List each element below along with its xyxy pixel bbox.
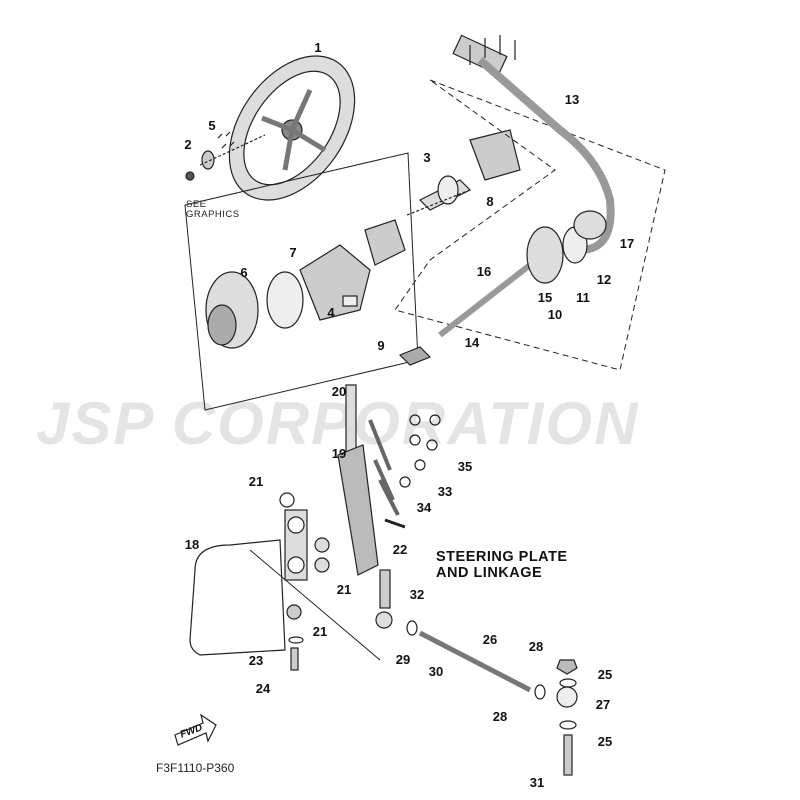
title-line2: AND LINKAGE <box>436 565 543 581</box>
helm-assembly <box>406 129 521 216</box>
callout[interactable]: 26 <box>482 632 498 647</box>
callout[interactable]: 25 <box>597 734 613 749</box>
callout[interactable]: 7 <box>289 245 297 260</box>
callout[interactable]: 18 <box>184 537 200 552</box>
steering-boss <box>205 219 406 349</box>
callout[interactable]: 22 <box>392 542 408 557</box>
callout[interactable]: 21 <box>312 624 328 639</box>
callout[interactable]: 15 <box>537 290 553 305</box>
callout[interactable]: 10 <box>547 307 563 322</box>
callout[interactable]: 6 <box>240 265 248 280</box>
callout[interactable]: 24 <box>255 681 271 696</box>
linkage-rod <box>375 569 578 776</box>
fwd-arrow-icon <box>174 713 217 746</box>
callout[interactable]: 4 <box>327 305 335 320</box>
callout[interactable]: 8 <box>486 194 494 209</box>
callout[interactable]: 31 <box>529 775 545 790</box>
group-frame-13 <box>394 79 666 371</box>
callout[interactable]: 12 <box>596 272 612 287</box>
callout[interactable]: 11 <box>576 290 590 305</box>
callout[interactable]: 21 <box>248 474 264 489</box>
callout[interactable]: 33 <box>437 484 453 499</box>
callout[interactable]: 13 <box>564 92 580 107</box>
callout[interactable]: 17 <box>619 236 635 251</box>
callout[interactable]: 34 <box>416 500 432 515</box>
diagram-code: F3F1110-P360 <box>156 761 235 775</box>
callout[interactable]: 30 <box>428 664 444 679</box>
callout[interactable]: 2 <box>184 137 192 152</box>
callout[interactable]: 16 <box>476 264 492 279</box>
hub-parts <box>185 131 266 181</box>
callout[interactable]: 21 <box>336 582 352 597</box>
callout[interactable]: 28 <box>492 709 508 724</box>
note-line2: GRAPHICS <box>186 209 240 220</box>
callout[interactable]: 27 <box>595 697 611 712</box>
watermark: JSP CORPORATION <box>36 390 640 457</box>
callout[interactable]: 32 <box>409 587 425 602</box>
callout[interactable]: 35 <box>457 459 473 474</box>
steering-plate <box>189 492 381 671</box>
title-line1: STEERING PLATE <box>436 549 568 565</box>
note-line1: SEE <box>186 199 207 210</box>
steering-shaft <box>337 384 441 576</box>
callout[interactable]: 25 <box>597 667 613 682</box>
callout[interactable]: 29 <box>395 652 411 667</box>
steering-cable <box>398 34 615 366</box>
callout[interactable]: 9 <box>377 338 385 353</box>
callout[interactable]: 1 <box>314 40 322 55</box>
callout[interactable]: 3 <box>423 150 431 165</box>
steering-wheel <box>228 55 356 201</box>
callout[interactable]: 5 <box>208 118 216 133</box>
callout[interactable]: 23 <box>248 653 264 668</box>
callout[interactable]: 20 <box>331 384 347 399</box>
callout[interactable]: 28 <box>528 639 544 654</box>
callout[interactable]: 19 <box>331 446 347 461</box>
callout[interactable]: 14 <box>464 335 480 350</box>
